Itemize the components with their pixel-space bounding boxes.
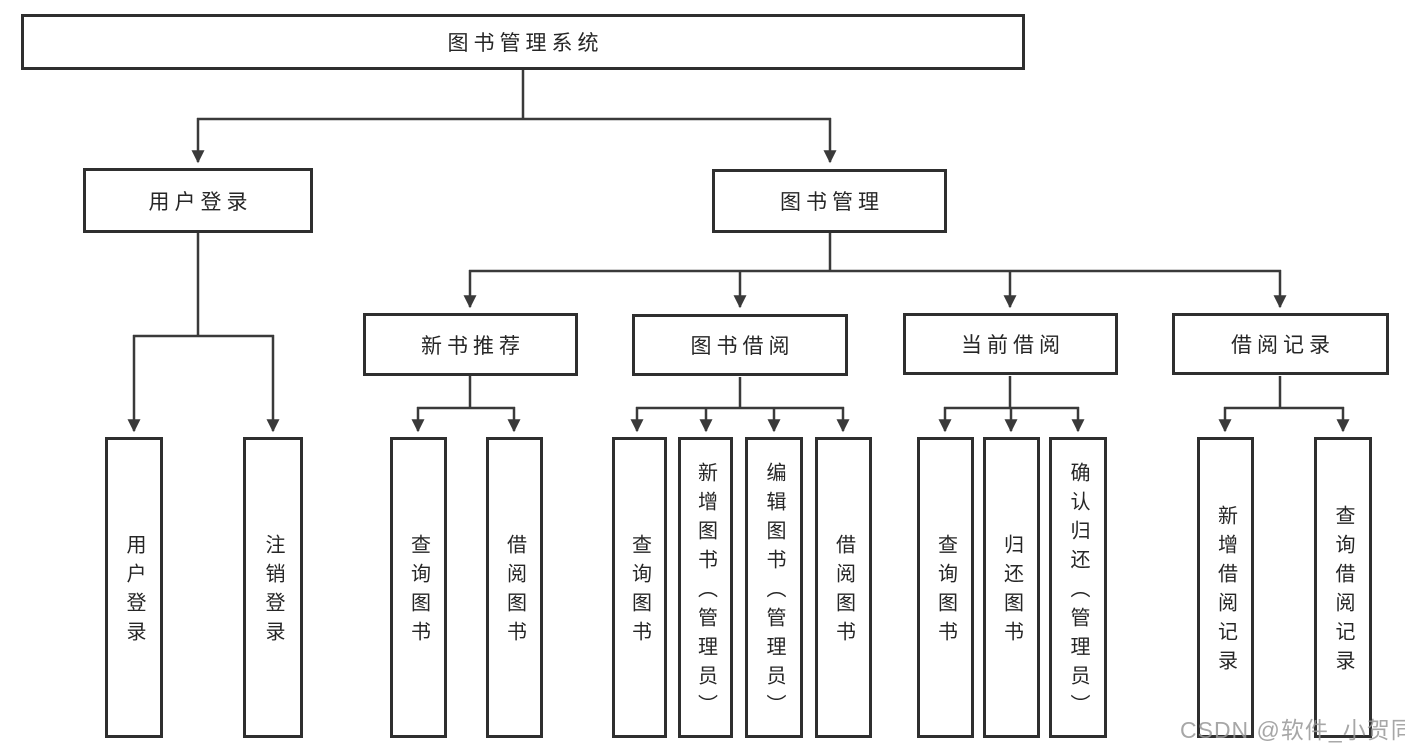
node-label: 用户登录 (148, 190, 253, 214)
leaf-label: 查询借阅记录 (1332, 505, 1354, 679)
leaf-borrow-books-borrowing: 借阅图书 (815, 437, 872, 738)
leaf-label: 新增图书（管理员） (694, 461, 717, 723)
node-book-borrowing: 图书借阅 (632, 314, 848, 376)
leaf-label: 借阅图书 (832, 534, 855, 650)
leaf-user-login: 用户登录 (105, 437, 163, 738)
leaf-label: 确认归还（管理员） (1067, 461, 1089, 723)
leaf-confirm-return-admin: 确认归还（管理员） (1049, 437, 1107, 738)
leaf-label: 注销登录 (262, 534, 284, 650)
leaf-add-borrow-record: 新增借阅记录 (1197, 437, 1254, 738)
leaf-query-books-borrowing: 查询图书 (612, 437, 667, 738)
node-label: 图书管理 (780, 191, 884, 214)
leaf-label: 查询图书 (628, 534, 651, 650)
leaf-label: 借阅图书 (503, 534, 526, 650)
leaf-return-books: 归还图书 (983, 437, 1040, 738)
leaf-label: 查询图书 (407, 534, 430, 650)
node-label: 图书管理系统 (447, 32, 604, 55)
node-library-management-system: 图书管理系统 (21, 14, 1025, 70)
leaf-label: 查询图书 (934, 534, 957, 650)
node-borrowing-records: 借阅记录 (1172, 313, 1389, 375)
node-current-borrowing: 当前借阅 (903, 313, 1118, 375)
leaf-label: 编辑图书（管理员） (763, 461, 785, 723)
leaf-label: 用户登录 (123, 534, 145, 650)
leaf-label: 归还图书 (1000, 534, 1023, 650)
node-label: 借阅记录 (1231, 334, 1335, 357)
node-user-login: 用户登录 (83, 168, 313, 233)
leaf-logout: 注销登录 (243, 437, 303, 738)
node-label: 当前借阅 (961, 334, 1065, 357)
node-label: 图书借阅 (690, 335, 795, 358)
leaf-add-books-admin: 新增图书（管理员） (678, 437, 733, 738)
node-book-management: 图书管理 (712, 169, 947, 233)
node-new-book-recommendation: 新书推荐 (363, 313, 578, 376)
leaf-query-books-newbook: 查询图书 (390, 437, 447, 738)
leaf-edit-books-admin: 编辑图书（管理员） (745, 437, 803, 738)
leaf-query-books-current: 查询图书 (917, 437, 974, 738)
node-label: 新书推荐 (421, 334, 525, 358)
leaf-label: 新增借阅记录 (1214, 505, 1237, 679)
leaf-borrow-books-newbook: 借阅图书 (486, 437, 543, 738)
leaf-query-borrow-record: 查询借阅记录 (1314, 437, 1372, 738)
csdn-watermark: CSDN @软件_小贺同学 (1180, 717, 1405, 743)
